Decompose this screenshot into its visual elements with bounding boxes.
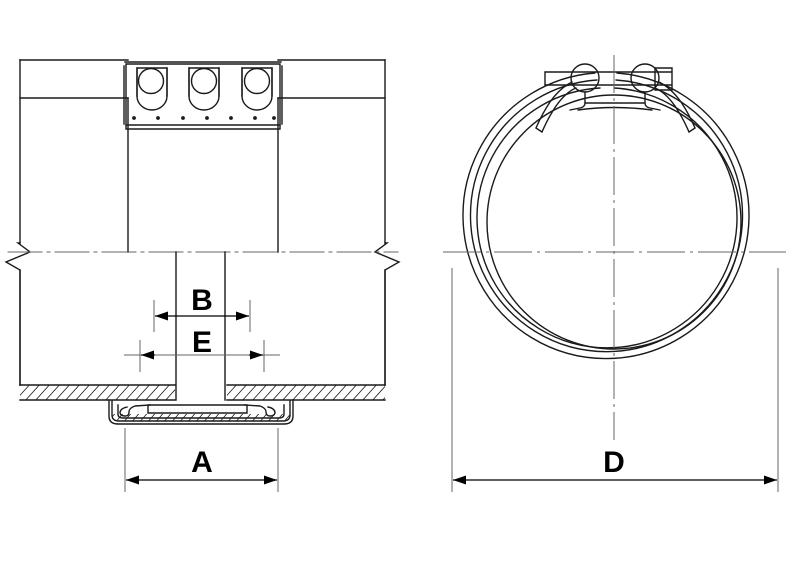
bolt-head-1	[136, 67, 168, 111]
gasket-seal-detail	[108, 399, 294, 425]
end-view-bolt-right	[630, 63, 660, 93]
side-section-view	[4, 59, 401, 425]
section-hatch-right	[227, 385, 385, 400]
dimension-D-label: D	[603, 446, 625, 479]
end-view-bolt-nut	[654, 67, 673, 91]
bolt-head-2	[188, 67, 220, 111]
upper-pipe-right	[277, 59, 386, 244]
dimension-E-label: E	[192, 326, 212, 359]
clamp-saddle-plate	[569, 91, 661, 111]
central-housing	[127, 97, 279, 253]
pipe-outer-circle	[476, 87, 738, 349]
top-clamp-plate	[123, 61, 283, 130]
end-view-centerlines	[443, 55, 786, 440]
dimension-B: B	[153, 284, 251, 332]
clamp-lug-right	[654, 81, 696, 133]
end-view-bolt-left	[570, 63, 600, 93]
end-view	[462, 63, 750, 360]
clamp-band-inner-edge	[469, 79, 744, 353]
clamp-lug-left	[535, 81, 577, 133]
clamp-tie-rod	[544, 71, 673, 86]
section-hatch-left	[20, 385, 175, 400]
central-stem	[175, 251, 226, 401]
upper-pipe-left	[19, 59, 129, 244]
clamp-plate-rivets	[132, 116, 276, 120]
dimension-E: E	[124, 326, 280, 372]
bolt-head-3	[241, 67, 273, 111]
dimension-A: A	[124, 428, 279, 492]
dimension-D: D	[451, 268, 779, 492]
pipe-inner-circle	[486, 94, 742, 350]
dimension-B-label: B	[191, 284, 213, 317]
clamp-band-outer	[462, 72, 750, 360]
dimension-A-label: A	[191, 446, 213, 479]
